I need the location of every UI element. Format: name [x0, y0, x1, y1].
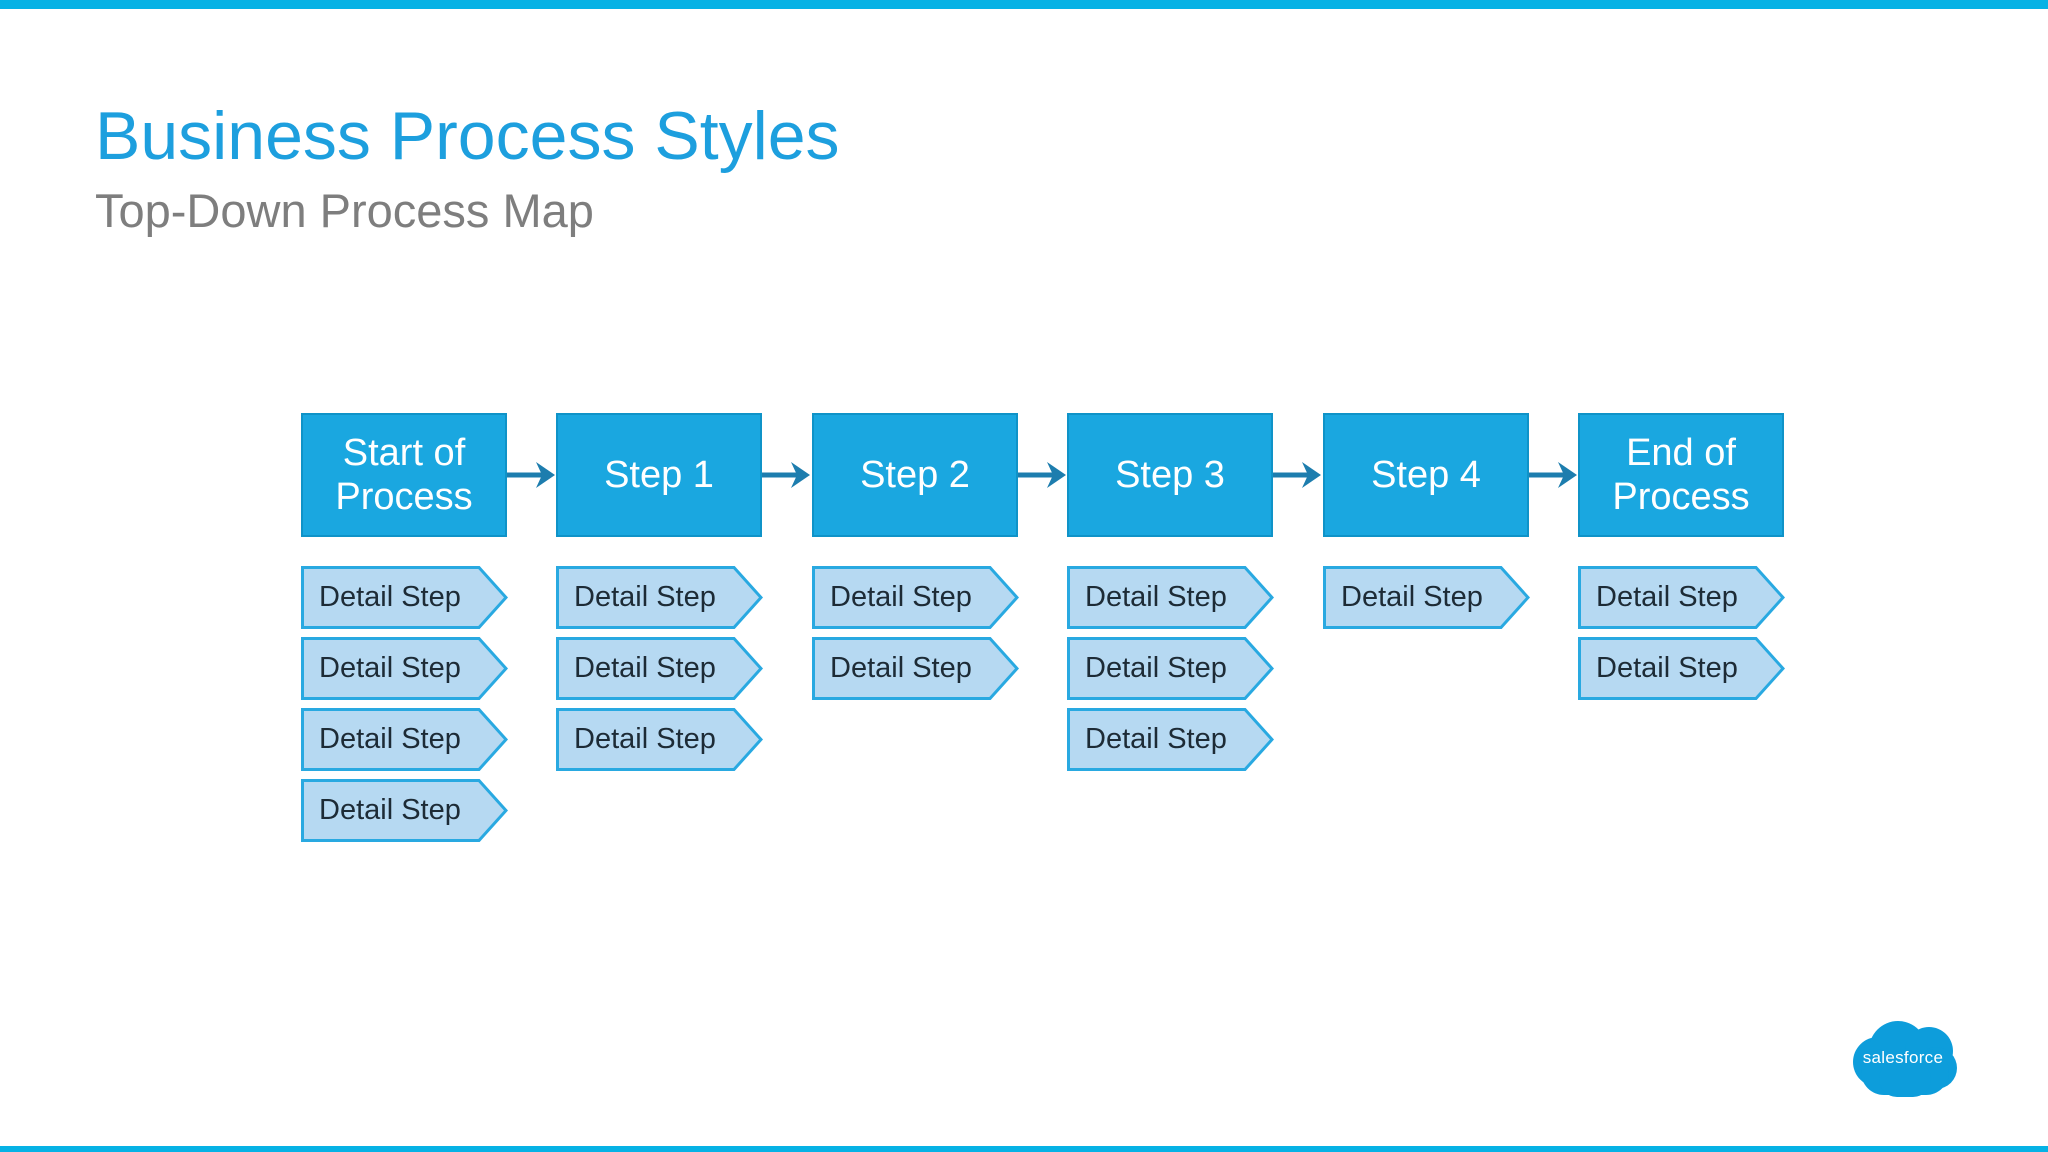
detail-step-chevron[interactable]: Detail Step [812, 637, 1019, 700]
salesforce-logo: salesforce [1853, 1021, 1957, 1097]
chevron-shape-icon [1067, 708, 1274, 771]
chevron-shape-icon [812, 566, 1019, 629]
flow-arrow-icon [1273, 462, 1321, 488]
detail-step-chevron[interactable]: Detail Step [301, 779, 508, 842]
chevron-shape-icon [556, 566, 763, 629]
detail-step-label: Detail Step [574, 652, 716, 684]
detail-step-chevron[interactable]: Detail Step [812, 566, 1019, 629]
process-step-column: Step 4 Detail Step [1323, 413, 1530, 933]
detail-step-chevron[interactable]: Detail Step [301, 708, 508, 771]
process-step-box[interactable]: Step 3 [1067, 413, 1273, 537]
detail-step-chevron[interactable]: Detail Step [556, 637, 763, 700]
detail-step-label: Detail Step [1596, 581, 1738, 613]
detail-step-chevron[interactable]: Detail Step [1067, 637, 1274, 700]
detail-step-label: Detail Step [319, 794, 461, 826]
chevron-shape-icon [812, 637, 1019, 700]
detail-step-chevron[interactable]: Detail Step [301, 566, 508, 629]
detail-step-chevron[interactable]: Detail Step [556, 566, 763, 629]
chevron-shape-icon [1578, 637, 1785, 700]
top-accent-bar [0, 0, 2048, 9]
detail-step-chevron[interactable]: Detail Step [556, 708, 763, 771]
process-step-box[interactable]: Step 1 [556, 413, 762, 537]
chevron-shape-icon [301, 566, 508, 629]
flow-arrow-icon [1018, 462, 1066, 488]
detail-step-label: Detail Step [830, 581, 972, 613]
chevron-shape-icon [1067, 566, 1274, 629]
detail-step-label: Detail Step [1085, 723, 1227, 755]
chevron-shape-icon [556, 708, 763, 771]
detail-step-label: Detail Step [1596, 652, 1738, 684]
detail-step-chevron[interactable]: Detail Step [1067, 566, 1274, 629]
chevron-shape-icon [301, 708, 508, 771]
detail-step-label: Detail Step [1341, 581, 1483, 613]
process-step-box[interactable]: Step 4 [1323, 413, 1529, 537]
chevron-shape-icon [301, 779, 508, 842]
cloud-lobe [1879, 1061, 1931, 1097]
detail-step-label: Detail Step [830, 652, 972, 684]
detail-step-chevron[interactable]: Detail Step [1578, 566, 1785, 629]
page-subtitle: Top-Down Process Map [95, 184, 594, 237]
detail-step-chevron[interactable]: Detail Step [301, 637, 508, 700]
chevron-shape-icon [556, 637, 763, 700]
detail-step-chevron[interactable]: Detail Step [1067, 708, 1274, 771]
detail-step-chevron[interactable]: Detail Step [1578, 637, 1785, 700]
detail-step-label: Detail Step [319, 652, 461, 684]
chevron-shape-icon [1323, 566, 1530, 629]
bottom-accent-bar [0, 1146, 2048, 1152]
detail-step-label: Detail Step [1085, 581, 1227, 613]
salesforce-wordmark: salesforce [1862, 1048, 1944, 1067]
detail-step-chevron[interactable]: Detail Step [1323, 566, 1530, 629]
detail-step-label: Detail Step [319, 723, 461, 755]
flow-arrow-icon [1529, 462, 1577, 488]
detail-step-label: Detail Step [1085, 652, 1227, 684]
detail-step-label: Detail Step [574, 581, 716, 613]
chevron-shape-icon [1578, 566, 1785, 629]
detail-step-label: Detail Step [574, 723, 716, 755]
process-step-box[interactable]: End of Process [1578, 413, 1784, 537]
flow-arrow-icon [507, 462, 555, 488]
flow-arrow-icon [762, 462, 810, 488]
detail-step-label: Detail Step [319, 581, 461, 613]
process-step-box[interactable]: Step 2 [812, 413, 1018, 537]
process-step-box[interactable]: Start of Process [301, 413, 507, 537]
page-title: Business Process Styles [95, 98, 840, 174]
chevron-shape-icon [301, 637, 508, 700]
chevron-shape-icon [1067, 637, 1274, 700]
